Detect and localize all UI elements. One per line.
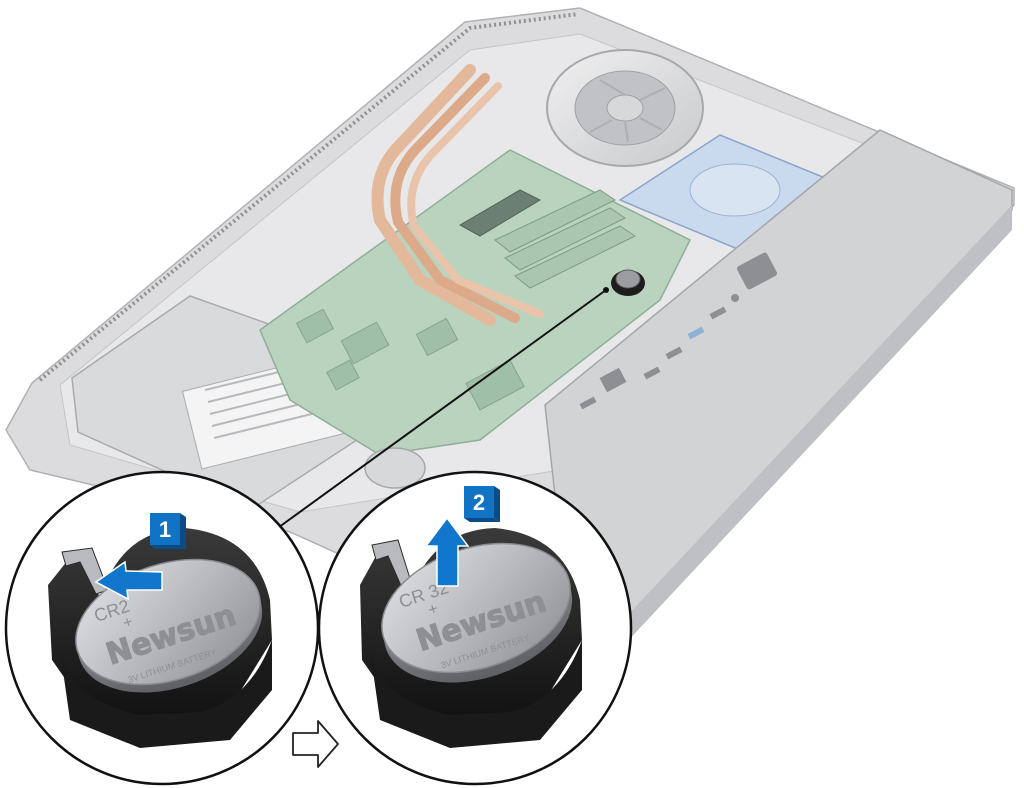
m2-card: [458, 189, 542, 237]
io-ports: [579, 252, 778, 410]
step-badge-1: 1: [150, 513, 186, 549]
step-badge-2: 2: [464, 486, 500, 522]
memory-modules: [494, 189, 636, 289]
step-number-1: 1: [159, 517, 171, 542]
heat-pipes: [371, 64, 544, 326]
coin-cell-location: [603, 269, 645, 296]
stand-vent-edge: [595, 205, 1012, 660]
small-fan: [364, 447, 426, 489]
detail-circle-step2: CR 32 + Newsun 3V LITHIUM BATTERY 2: [317, 470, 633, 786]
chassis-vent-edge: [38, 12, 579, 382]
step1-press-arrow: [94, 560, 163, 601]
board-components: [295, 308, 525, 411]
step2-lift-arrow: [424, 516, 470, 587]
step-number-2: 2: [473, 490, 485, 515]
detail-circle-step1: CR2 + Newsun 3V LITHIUM BATTERY 1: [4, 470, 320, 786]
computer-chassis: [5, 7, 1015, 660]
hollow-arrow-right-icon: [292, 720, 339, 768]
callout-line: [274, 289, 607, 531]
holder-front-lip: [60, 640, 272, 748]
holder-front-lip-2: [370, 640, 582, 748]
system-fan: [546, 49, 704, 167]
